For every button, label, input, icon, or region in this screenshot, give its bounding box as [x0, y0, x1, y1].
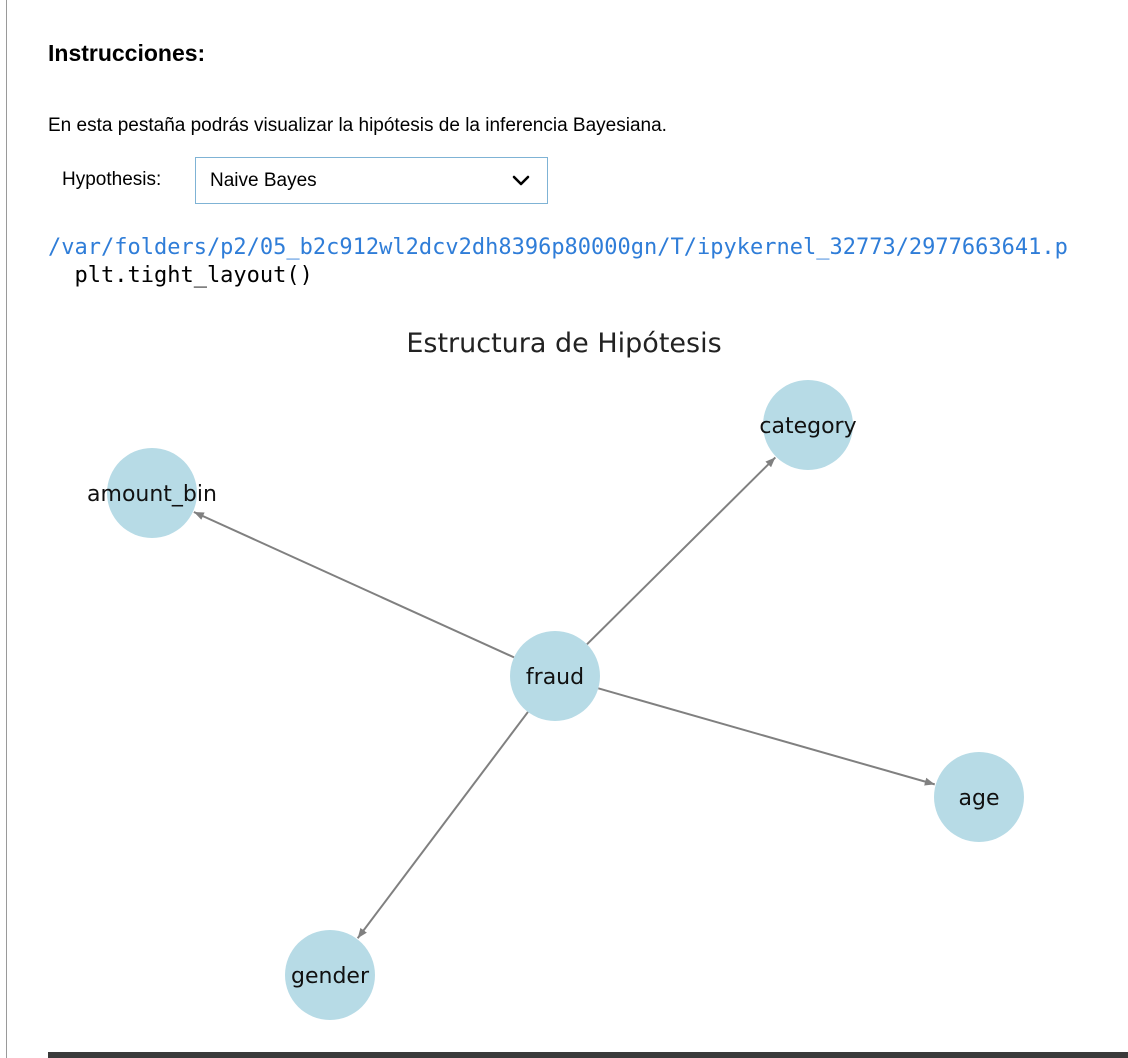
edge-fraud-to-gender	[356, 711, 529, 939]
node-amount_bin: amount_bin	[87, 448, 217, 538]
hypothesis-select-value: Naive Bayes	[210, 169, 317, 191]
instructions-description: En esta pestaña podrás visualizar la hip…	[48, 115, 667, 136]
node-category: category	[759, 380, 857, 470]
node-label: gender	[291, 964, 370, 989]
node-circle	[763, 380, 853, 470]
node-circle	[285, 930, 375, 1020]
node-fraud: fraud	[510, 631, 600, 721]
graph-title: Estructura de Hipótesis	[406, 328, 721, 359]
edge-fraud-to-age	[597, 687, 936, 786]
hypothesis-label: Hypothesis:	[62, 169, 162, 190]
node-gender: gender	[285, 930, 375, 1020]
node-circle	[510, 631, 600, 721]
node-circle	[934, 752, 1024, 842]
edge-fraud-to-category	[586, 456, 777, 646]
node-age: age	[934, 752, 1024, 842]
node-label: age	[959, 786, 1000, 811]
stderr-warning-code: plt.tight_layout()	[48, 263, 313, 288]
node-circle	[107, 448, 197, 538]
hypothesis-select[interactable]: Naive Bayes	[195, 157, 548, 204]
hypothesis-graph-figure: Estructura de Hipótesis fraud category amo…	[87, 328, 1024, 1020]
instructions-heading: Instrucciones:	[48, 40, 206, 66]
cell-bottom-divider	[48, 1052, 1128, 1058]
edge-fraud-to-amount_bin	[193, 511, 515, 659]
graph-edges	[193, 456, 936, 939]
node-label: category	[759, 414, 856, 439]
cell-left-border	[0, 0, 7, 1058]
node-label: amount_bin	[87, 482, 217, 507]
chevron-down-icon	[512, 175, 530, 186]
stderr-warning-path: /var/folders/p2/05_b2c912wl2dcv2dh8396p8…	[48, 235, 1068, 260]
node-label: fraud	[526, 665, 584, 690]
